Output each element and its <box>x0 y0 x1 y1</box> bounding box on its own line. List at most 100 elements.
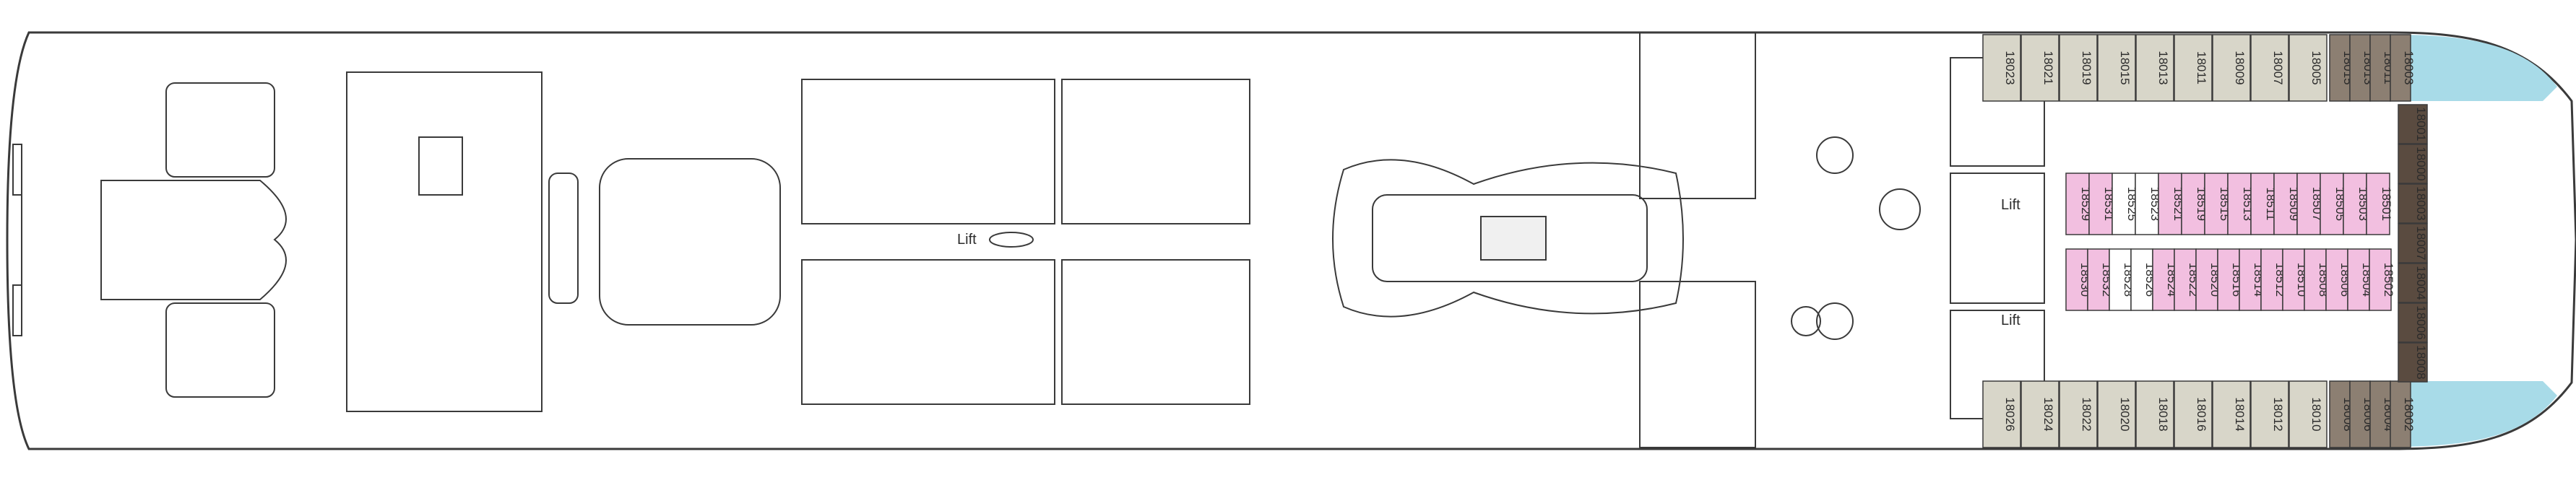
cabin-18013-box[interactable] <box>2135 34 2174 102</box>
cabin-18014-box[interactable] <box>2212 380 2251 448</box>
bow-suite-18003-box[interactable] <box>2398 183 2428 224</box>
bow-suite-18006[interactable]: 18006 <box>2398 302 2428 343</box>
cabin-18507-box[interactable] <box>2296 173 2321 235</box>
cabin-18009-box[interactable] <box>2212 34 2251 102</box>
cabin-18522-box[interactable] <box>2174 248 2197 311</box>
cabin-18525-box[interactable] <box>2112 173 2136 235</box>
cabin-18011-label: 18011 <box>2195 51 2208 84</box>
cabin-18026-box[interactable] <box>1982 380 2021 448</box>
cabin-18519-box[interactable] <box>2181 173 2205 235</box>
cabin-18023[interactable]: 18023 <box>1982 34 2021 102</box>
cabin-18015-box[interactable] <box>2097 34 2136 102</box>
cabin-18020-box[interactable] <box>2097 380 2136 448</box>
cabin-18016[interactable]: 18016 <box>2174 380 2213 448</box>
suite-top-18003-label: 18003 <box>2402 51 2416 84</box>
cabin-18005-box[interactable] <box>2288 34 2328 102</box>
bow-suite-18001-box[interactable] <box>2398 104 2428 144</box>
bow-suite-18008[interactable]: 18008 <box>2398 342 2428 383</box>
cabin-18023-box[interactable] <box>1982 34 2021 102</box>
cabin-18021-label: 18021 <box>2041 51 2055 84</box>
cabin-18007-box[interactable] <box>2250 34 2289 102</box>
cabin-18516-box[interactable] <box>2217 248 2240 311</box>
cabin-18016-box[interactable] <box>2174 380 2213 448</box>
cabin-18524-box[interactable] <box>2152 248 2175 311</box>
suite-top-18003-box[interactable] <box>2390 34 2411 102</box>
cabin-18532-box[interactable] <box>2087 248 2110 311</box>
cabin-18021[interactable]: 18021 <box>2020 34 2059 102</box>
cabin-18024[interactable]: 18024 <box>2020 380 2059 448</box>
bow-suite-18004[interactable]: 18004 <box>2398 263 2428 303</box>
cabin-18502[interactable]: 18502 <box>2369 248 2395 311</box>
cabin-18005[interactable]: 18005 <box>2288 34 2328 102</box>
cabin-18501[interactable]: 18501 <box>2366 173 2393 235</box>
cabin-18501-box[interactable] <box>2366 173 2390 235</box>
cabin-18504-box[interactable] <box>2347 248 2370 311</box>
cabin-18502-label: 18502 <box>2382 263 2395 297</box>
cabin-18505-box[interactable] <box>2320 173 2344 235</box>
cabin-18026[interactable]: 18026 <box>1982 380 2021 448</box>
cabin-18010-box[interactable] <box>2288 380 2328 448</box>
cabin-18007[interactable]: 18007 <box>2250 34 2289 102</box>
bow-suite-18000[interactable]: 18000 <box>2398 144 2428 184</box>
bow-suite-18007[interactable]: 18007 <box>2398 223 2428 263</box>
cabin-18021-box[interactable] <box>2020 34 2059 102</box>
cabin-18011[interactable]: 18011 <box>2174 34 2213 102</box>
bow-suite-18007-box[interactable] <box>2398 223 2428 263</box>
suite-bottom-18008-box[interactable] <box>2329 380 2351 448</box>
cabin-18022-box[interactable] <box>2059 380 2098 448</box>
bow-suite-18001[interactable]: 18001 <box>2398 104 2428 144</box>
aft-section <box>12 82 287 398</box>
cabin-18508-box[interactable] <box>2304 248 2327 311</box>
cabin-18514-box[interactable] <box>2239 248 2262 311</box>
cabin-18515-box[interactable] <box>2204 173 2229 235</box>
lift-label-fwd-top: Lift <box>2001 197 2020 213</box>
cabin-18013[interactable]: 18013 <box>2135 34 2174 102</box>
suite-bottom-18002[interactable]: 18002 <box>2390 380 2416 448</box>
cabin-18011-box[interactable] <box>2174 34 2213 102</box>
suite-top-18015-box[interactable] <box>2329 34 2351 102</box>
cabin-18531-box[interactable] <box>2088 173 2113 235</box>
suite-bottom-18002-box[interactable] <box>2390 380 2411 448</box>
bow-suite-18006-box[interactable] <box>2398 302 2428 343</box>
cabin-18010-label: 18010 <box>2309 397 2323 431</box>
cabin-18010[interactable]: 18010 <box>2288 380 2328 448</box>
cabin-18502-box[interactable] <box>2369 248 2392 311</box>
pool-deck <box>1332 32 1921 448</box>
cabin-18530-box[interactable] <box>2065 248 2088 311</box>
cabin-18014-label: 18014 <box>2233 397 2247 431</box>
cabin-18022[interactable]: 18022 <box>2059 380 2098 448</box>
cabin-18510-box[interactable] <box>2282 248 2305 311</box>
cabin-18012[interactable]: 18012 <box>2250 380 2289 448</box>
cabin-18019[interactable]: 18019 <box>2059 34 2098 102</box>
suite-bottom-18006-box[interactable] <box>2349 380 2371 448</box>
cabin-18503-box[interactable] <box>2343 173 2367 235</box>
cabin-18509-box[interactable] <box>2273 173 2298 235</box>
cabin-18015[interactable]: 18015 <box>2097 34 2136 102</box>
cabin-18012-box[interactable] <box>2250 380 2289 448</box>
cabin-18009[interactable]: 18009 <box>2212 34 2251 102</box>
suite-top-18003[interactable]: 18003 <box>2390 34 2416 102</box>
cabin-18020[interactable]: 18020 <box>2097 380 2136 448</box>
cabin-18510[interactable]: 18510 <box>2282 248 2309 311</box>
cabin-18532[interactable]: 18532 <box>2087 248 2114 311</box>
cabin-18520-box[interactable] <box>2195 248 2218 311</box>
cabin-18511-box[interactable] <box>2250 173 2275 235</box>
cabin-18530[interactable]: 18530 <box>2065 248 2092 311</box>
bow-suite-18008-box[interactable] <box>2398 342 2428 383</box>
bow-suite-18004-box[interactable] <box>2398 263 2428 303</box>
bow-suite-18000-box[interactable] <box>2398 144 2428 184</box>
cabin-18024-label: 18024 <box>2041 397 2055 431</box>
suite-top-18011-box[interactable] <box>2369 34 2391 102</box>
bow-suite-18003[interactable]: 18003 <box>2398 183 2428 224</box>
cabin-18024-box[interactable] <box>2020 380 2059 448</box>
bow-suite-18004-label: 18004 <box>2414 266 2428 300</box>
cabin-18014[interactable]: 18014 <box>2212 380 2251 448</box>
cabin-18526-box[interactable] <box>2130 248 2153 311</box>
cabin-18503[interactable]: 18503 <box>2343 173 2370 235</box>
cabin-18018-box[interactable] <box>2135 380 2174 448</box>
cabin-18019-box[interactable] <box>2059 34 2098 102</box>
cabin-18520[interactable]: 18520 <box>2195 248 2222 311</box>
cabin-18018[interactable]: 18018 <box>2135 380 2174 448</box>
